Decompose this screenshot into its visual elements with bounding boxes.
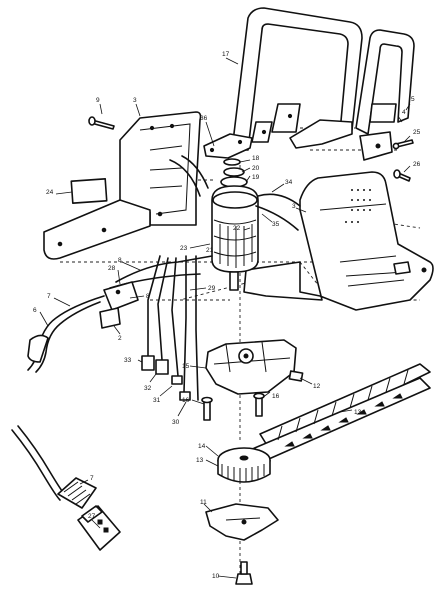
callout-27: 27 [88, 513, 96, 520]
callout-7-cord: 7 [47, 293, 51, 300]
callout-29: 29 [208, 285, 216, 292]
leader-lines [39, 57, 411, 579]
callout-28: 28 [108, 265, 116, 272]
right-housing-half [243, 171, 434, 311]
callout-9: 9 [96, 97, 100, 104]
callout-25: 25 [413, 129, 421, 136]
drive-gear [217, 447, 271, 483]
callout-23: 23 [180, 245, 188, 252]
callout-30: 30 [172, 419, 180, 426]
callout-33: 33 [124, 357, 132, 364]
motor-assembly [211, 158, 259, 291]
callout-36: 36 [200, 115, 208, 122]
callout-5: 5 [411, 96, 415, 103]
callout-31: 31 [153, 397, 161, 404]
screw-26 [393, 169, 411, 182]
callout-6: 6 [33, 307, 37, 314]
callout-13-gear: 13 [196, 457, 204, 464]
callout-7-plug: 7 [90, 475, 94, 482]
plug-detail [11, 425, 121, 551]
callout-16-right: 16 [272, 393, 280, 400]
callout-10: 10 [212, 573, 220, 580]
power-cord [27, 295, 105, 373]
callout-22: 22 [233, 225, 241, 232]
callout-8-upper: 8 [118, 257, 122, 264]
callout-19: 19 [252, 174, 260, 181]
gear-housing [205, 339, 304, 395]
wiring-harness [109, 155, 213, 401]
screw-16-right [253, 392, 265, 417]
callout-13-blade: 13 [354, 409, 362, 416]
wire-34-35 [255, 193, 301, 231]
callout-24: 24 [46, 189, 54, 196]
callout-20: 20 [252, 165, 260, 172]
rear-handle-guard [355, 29, 415, 161]
callout-8-lower: 8 [146, 293, 150, 300]
switch-bracket [203, 133, 253, 159]
screw-16-left [201, 396, 213, 421]
callout-32: 32 [144, 385, 152, 392]
callout-17: 17 [222, 51, 230, 58]
bottom-bolt [235, 561, 253, 585]
screw-25 [392, 139, 414, 150]
callout-26: 26 [413, 161, 421, 168]
callout-34: 34 [285, 179, 293, 186]
switch-block [99, 281, 139, 329]
part-number-callouts: 17 4 5 9 3 36 25 26 18 20 19 34 24 3 35 … [33, 51, 421, 580]
callout-21: 21 [206, 247, 214, 254]
callout-12: 12 [313, 383, 321, 390]
callout-16-left: 16 [182, 397, 190, 404]
front-handle [231, 7, 363, 151]
screw-9 [88, 116, 115, 130]
left-housing-half [43, 111, 202, 260]
callout-15: 15 [182, 363, 190, 370]
callout-3-left-housing: 3 [133, 97, 137, 104]
callout-2: 2 [118, 335, 122, 342]
callout-3-right-housing: 3 [292, 203, 296, 210]
base-plate [205, 503, 279, 541]
callout-35: 35 [272, 221, 280, 228]
callout-14: 14 [198, 443, 206, 450]
cutting-blade [249, 363, 431, 463]
callout-11: 11 [200, 499, 207, 506]
callout-4: 4 [402, 109, 406, 116]
callout-18: 18 [252, 155, 260, 162]
